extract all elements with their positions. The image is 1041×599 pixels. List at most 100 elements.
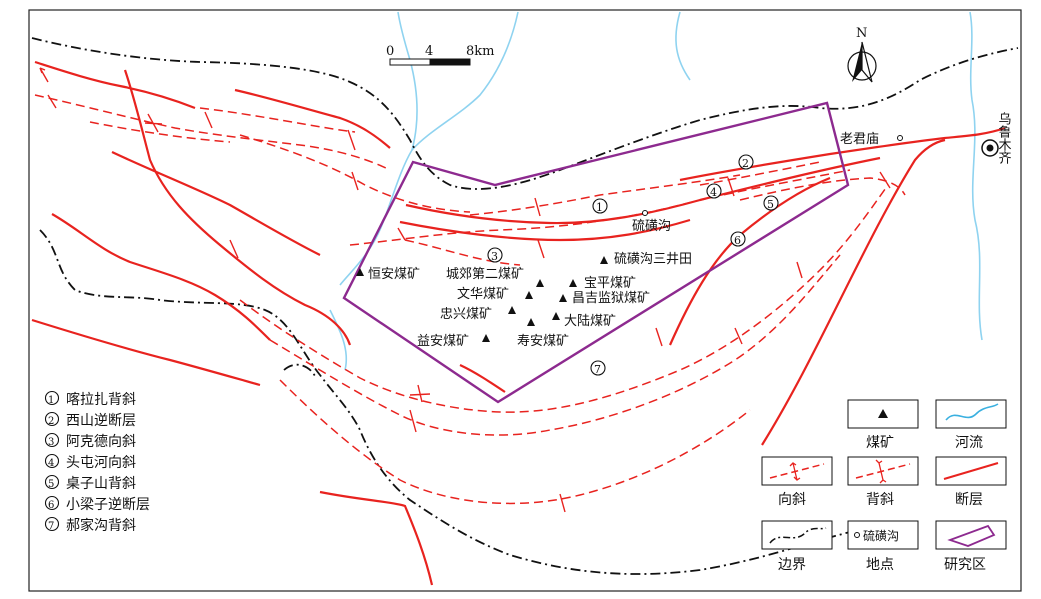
urumqi-marker-inner [986,144,994,152]
scale-bar-segment-1 [389,58,431,66]
mine-marker-7 [482,334,490,342]
river-3 [675,11,691,81]
mine-label-8: 寿安煤矿 [517,334,569,349]
legend-boundary-line [769,527,827,544]
legend-fault-label: 断层 [955,492,983,508]
north-arrow-ring [847,51,877,81]
river-4 [969,11,983,341]
fold-7 [239,184,889,413]
fold-anticline-1 [349,169,851,246]
legend-mine-symbol [878,409,888,418]
symbol-legend: 煤矿 河流 向斜 背斜 断层 边界 硫磺沟 地点 研究区 [761,399,1007,573]
fold-2 [89,121,231,143]
mine-marker-3 [525,291,533,299]
fold-axes [34,94,906,505]
svg-text:5: 5 [48,479,54,490]
struct-circle-3 [487,247,503,263]
mine-marker-6 [552,312,560,320]
structure-legend-item-5: 5 桌子山背斜 [44,474,136,492]
struct-num-3: 3 [491,250,498,263]
boundary-hook [283,363,317,379]
fault-8 [399,218,691,242]
struct-circle-4 [706,183,722,199]
place-liuhuanggou: 硫磺沟 [632,219,671,234]
svg-text:喀拉扎背斜: 喀拉扎背斜 [66,392,136,408]
mine-marker-1 [536,279,544,287]
fold-8 [269,254,841,436]
legend-anticline-line [855,463,911,479]
struct-num-4: 4 [710,186,717,199]
legend-mine-label: 煤矿 [866,435,894,451]
structure-legend-item-6: 6 小梁子逆断层 [44,495,150,513]
mine-label-5: 忠兴煤矿 [440,307,492,322]
mine-label-2: 宝平煤矿 [584,276,636,291]
svg-text:西山逆断层: 西山逆断层 [66,413,136,429]
legend-river-symbol [945,403,999,421]
svg-text:郝家沟背斜: 郝家沟背斜 [66,517,136,534]
place-urumqi-1: 乌鲁木齐 [996,111,1012,164]
struct-num-7: 7 [594,363,601,376]
mine-label-4: 昌吉监狱煤矿 [572,291,650,306]
scale-tick-0: 0 [386,44,394,59]
struct-circle-2 [738,154,754,170]
fold-1 [34,94,391,171]
scale-bar-segment-2 [429,58,471,66]
struct-circle-1 [592,198,608,214]
legend-location-label: 地点 [866,557,894,573]
legend-boundary-box [761,520,833,550]
fault-12 [459,364,506,393]
fold-11 [699,161,821,186]
place-liuhuanggou-marker [642,210,648,216]
fold-3 [199,107,356,133]
legend-anticline-label: 背斜 [866,492,894,508]
mine-marker-5 [508,306,516,314]
fold-4 [239,134,471,213]
structure-legend-item-3: 3 阿克德向斜 [44,432,136,450]
mine-label-6: 大陆煤矿 [564,313,616,329]
svg-text:3: 3 [48,437,54,448]
fault-5 [51,213,271,341]
legend-location-marker [854,532,860,538]
fault-2 [234,88,391,149]
mine-label-0: 恒安煤矿 [368,267,420,282]
mine-marker-8-top [527,318,535,326]
legend-syncline-label: 向斜 [778,492,806,508]
mine-label-1: 城郊第二煤矿 [446,266,524,282]
structure-legend-item-1: 1 喀拉扎背斜 [44,390,136,408]
river-5 [329,309,348,371]
struct-num-5: 5 [767,198,774,211]
place-laojunmiao: 老君庙 [840,132,879,147]
fault-11 [761,138,946,446]
svg-text:阿克德向斜: 阿克德向斜 [66,434,136,450]
legend-anticline-arrows [875,459,887,484]
fault-9-xishan [679,126,1006,182]
mine-label-3: 文华煤矿 [457,287,509,302]
places: 老君庙 硫磺沟 乌鲁木齐 [632,111,1011,234]
structure-legend-item-7: 7 郝家沟背斜 [44,516,136,534]
fault-4 [111,151,321,256]
legend-study-area-symbol [947,524,996,547]
study-area-polygon [342,101,850,404]
scale-tick-4: 4 [425,44,433,59]
mine-label-9: 硫磺沟三井田 [614,252,692,267]
struct-num-2: 2 [742,157,749,170]
mine-marker-4 [559,294,567,302]
place-laojunmiao-marker [897,135,903,141]
struct-circle-7 [590,360,606,376]
fold-6 [469,174,741,216]
svg-text:小梁子逆断层: 小梁子逆断层 [66,497,150,513]
struct-circle-5 [763,195,779,211]
legend-river-box [935,399,1007,429]
mine-marker-0 [356,268,364,276]
fault-1 [34,60,196,110]
fold-9-haojiagou [279,379,751,505]
structure-legend-item-4: 4 头屯河向斜 [44,453,136,471]
svg-text:7: 7 [48,521,54,532]
legend-study-area-label: 研究区 [944,557,986,573]
fault-3 [123,69,352,346]
mine-label-7: 益安煤矿 [417,334,469,349]
boundaries [31,37,1019,575]
struct-num-1: 1 [596,201,603,214]
mines: 恒安煤矿 城郊第二煤矿 宝平煤矿 文华煤矿 昌吉监狱煤矿 忠兴煤矿 大陆煤矿 益… [356,252,692,349]
